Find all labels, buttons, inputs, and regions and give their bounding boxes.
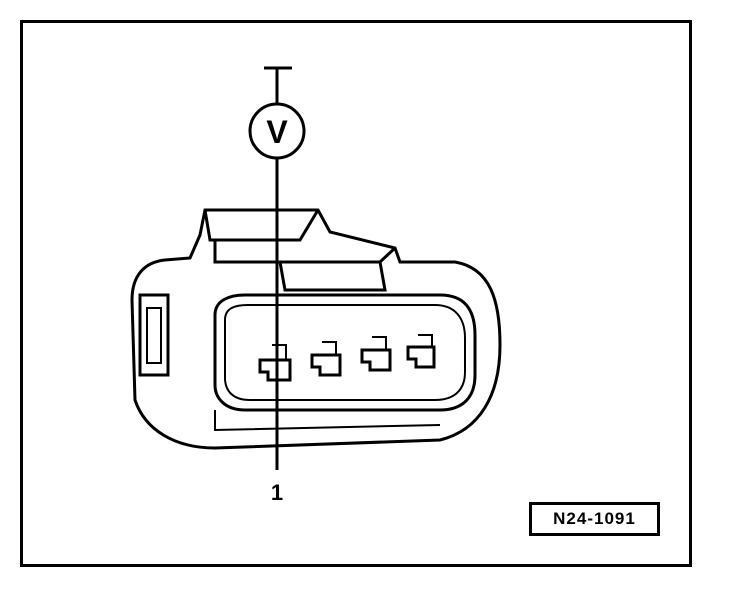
callout-1: 1	[271, 480, 283, 505]
figure-reference-box: N24-1091	[529, 502, 660, 536]
connector-icon	[130, 208, 502, 450]
pin-terminals	[258, 334, 436, 382]
figure-reference: N24-1091	[553, 509, 636, 528]
voltmeter-symbol: V	[266, 114, 288, 150]
voltmeter-icon: V	[248, 102, 306, 160]
